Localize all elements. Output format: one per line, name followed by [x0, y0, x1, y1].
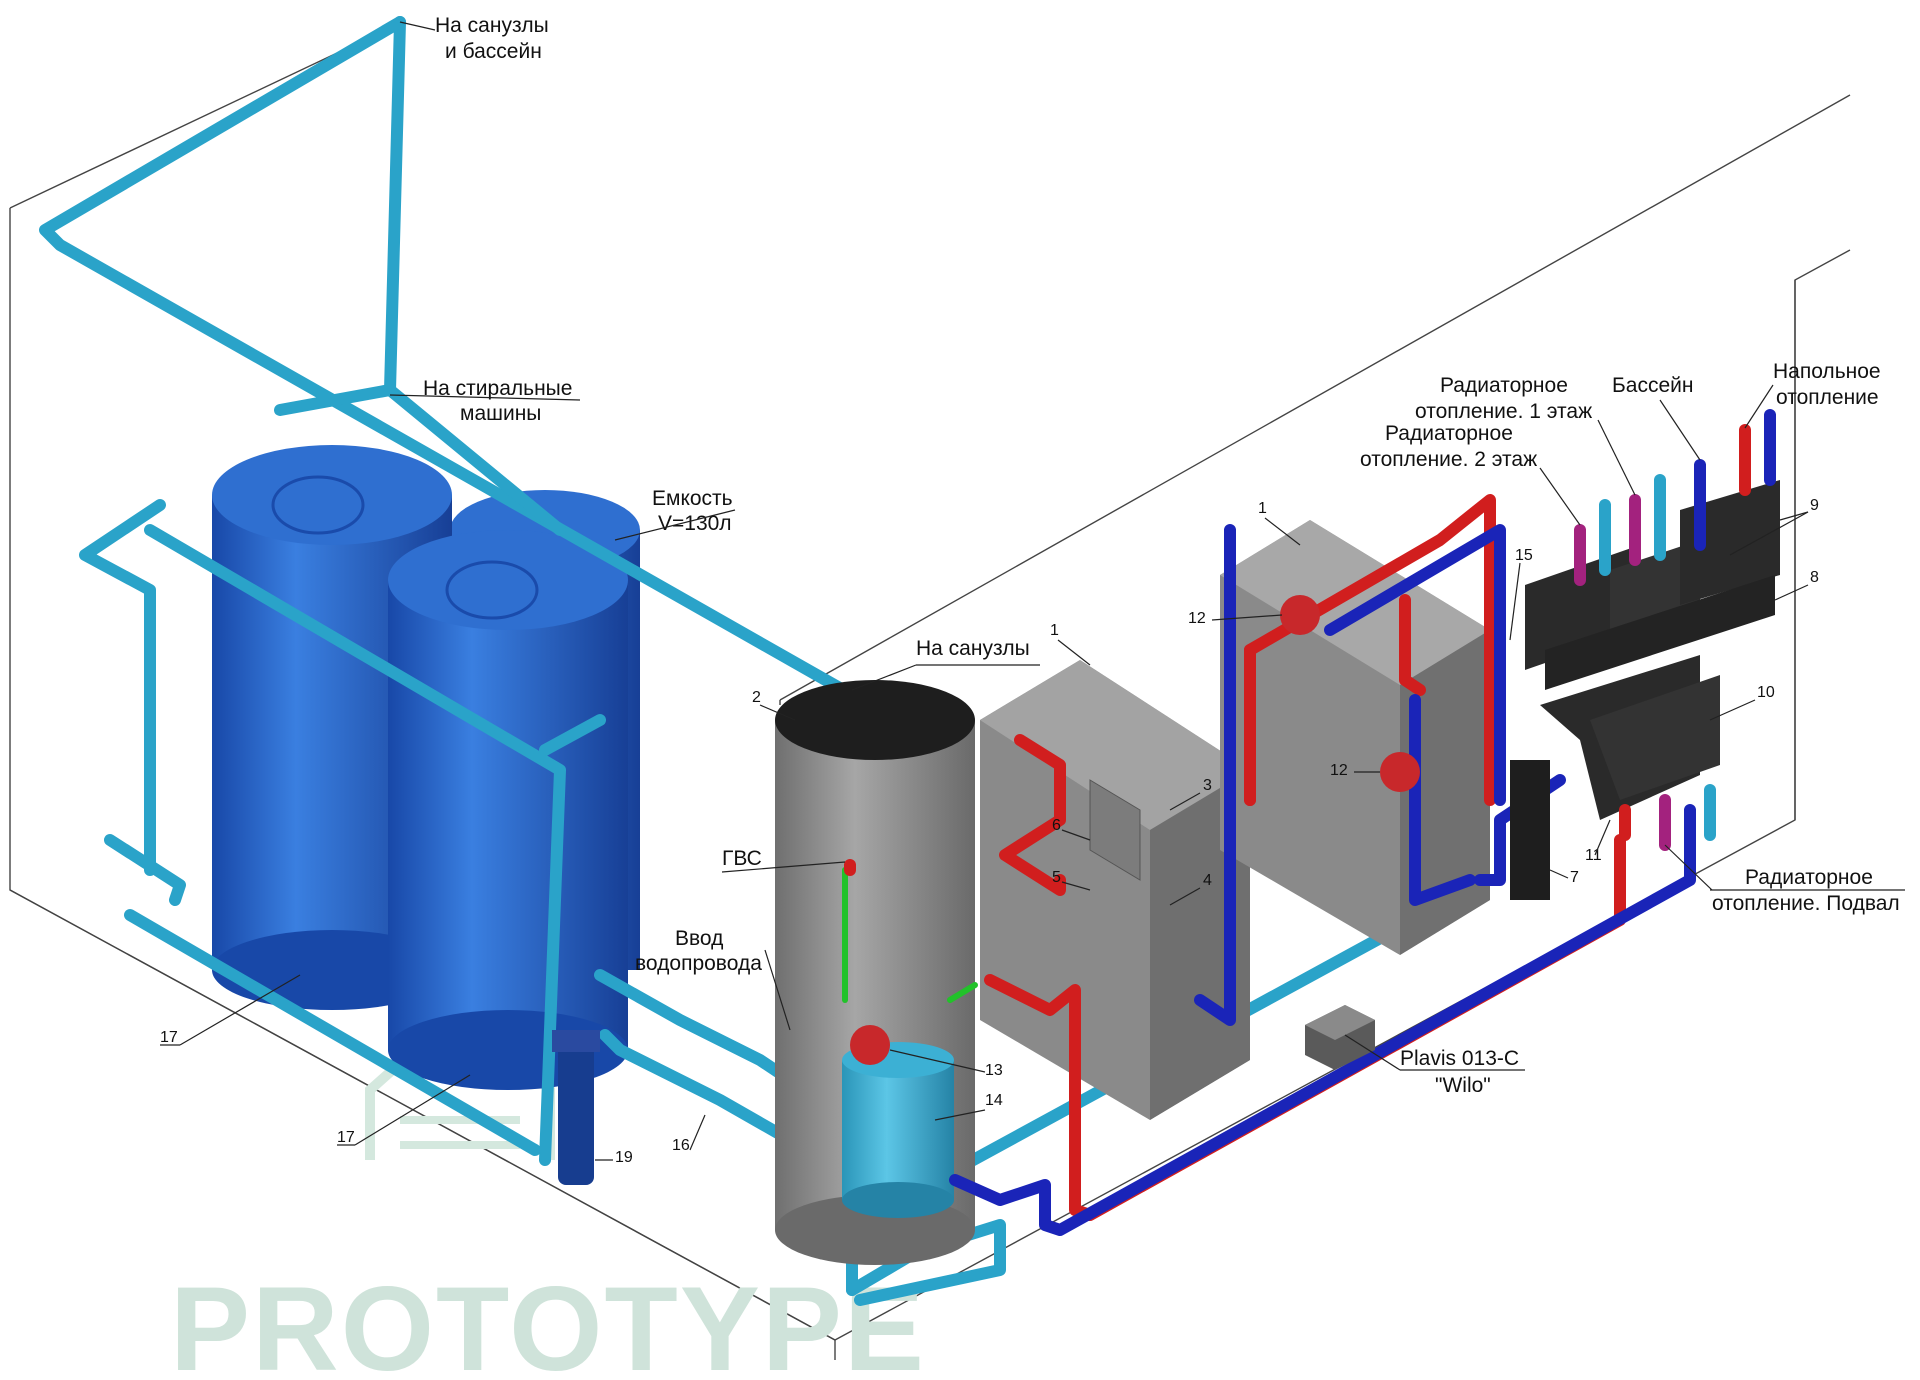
svg-text:17: 17: [337, 1129, 355, 1146]
svg-text:14: 14: [985, 1092, 1003, 1109]
watermark-text: PROTOTYPE: [170, 1262, 926, 1380]
svg-text:машины: машины: [460, 402, 541, 425]
svg-text:10: 10: [1757, 684, 1775, 701]
svg-text:12: 12: [1188, 610, 1206, 627]
svg-text:2: 2: [752, 689, 761, 706]
svg-text:отопление. 1 этаж: отопление. 1 этаж: [1415, 400, 1592, 423]
svg-text:12: 12: [1330, 762, 1348, 779]
manifolds: [1525, 480, 1780, 820]
room-walls: [9, 34, 1851, 1360]
svg-text:Бассейн: Бассейн: [1612, 374, 1693, 397]
svg-text:Напольное: Напольное: [1773, 360, 1881, 383]
svg-text:Емкость: Емкость: [652, 487, 733, 510]
svg-text:1: 1: [1258, 500, 1267, 517]
svg-text:13: 13: [985, 1062, 1003, 1079]
label-controller: Plavis 013-C "Wilo": [1344, 1034, 1525, 1097]
svg-text:9: 9: [1810, 497, 1819, 514]
hydraulic-separator: [1510, 760, 1550, 900]
svg-text:На санузлы: На санузлы: [916, 637, 1030, 660]
heating-pipes: [842, 494, 1696, 1236]
watermark: PROTOTYPE: [170, 1003, 926, 1380]
svg-text:Радиаторное: Радиаторное: [1385, 422, 1513, 445]
label-to-washing-machines: На стиральные машины: [389, 377, 581, 425]
label-underfloor: Напольное отопление: [1744, 360, 1881, 429]
svg-text:Ввод: Ввод: [675, 927, 723, 950]
expansion-tank: [842, 1042, 954, 1218]
svg-text:6: 6: [1052, 817, 1061, 834]
svg-text:отопление: отопление: [1776, 386, 1879, 409]
svg-text:4: 4: [1203, 872, 1212, 889]
label-rad-floor1: Радиаторное отопление. 1 этаж: [1415, 374, 1636, 496]
svg-text:5: 5: [1052, 869, 1061, 886]
label-tank: Емкость V=130л: [614, 487, 736, 541]
label-pool: Бассейн: [1612, 374, 1701, 461]
svg-text:15: 15: [1515, 547, 1533, 564]
svg-text:и бассейн: и бассейн: [445, 40, 542, 63]
label-to-bathrooms-pool: На санузлы и бассейн: [399, 14, 549, 63]
svg-text:19: 19: [615, 1149, 633, 1166]
label-rad-floor2: Радиаторное отопление. 2 этаж: [1360, 422, 1581, 526]
controller-box: [1305, 1005, 1375, 1070]
svg-text:8: 8: [1810, 569, 1819, 586]
svg-text:3: 3: [1203, 777, 1212, 794]
label-rad-basement: Радиаторное отопление. Подвал: [1664, 844, 1905, 915]
svg-text:"Wilo": "Wilo": [1435, 1074, 1491, 1097]
svg-text:V=130л: V=130л: [658, 512, 732, 535]
svg-text:7: 7: [1570, 869, 1579, 886]
svg-text:отопление. 2 этаж: отопление. 2 этаж: [1360, 448, 1537, 471]
svg-text:Радиаторное: Радиаторное: [1440, 374, 1568, 397]
svg-text:На санузлы: На санузлы: [435, 14, 549, 37]
svg-text:отопление. Подвал: отопление. Подвал: [1712, 892, 1900, 915]
label-water-inlet: Ввод водопровода: [635, 927, 791, 1031]
pumps: [850, 595, 1420, 1065]
svg-text:водопровода: водопровода: [635, 952, 762, 975]
filter: [552, 1030, 600, 1185]
label-dhw: ГВС: [721, 847, 846, 873]
boiler-front: [980, 660, 1250, 1120]
svg-text:На стиральные: На стиральные: [423, 377, 572, 400]
callouts: 1 1 2 3 4 5 6 7 8 9 10 11 12 12 13 14 15…: [160, 497, 1819, 1166]
svg-text:Plavis 013-C: Plavis 013-C: [1400, 1047, 1519, 1070]
svg-text:ГВС: ГВС: [722, 847, 762, 870]
svg-text:17: 17: [160, 1029, 178, 1046]
svg-text:1: 1: [1050, 622, 1059, 639]
manifold-outlets: [1574, 409, 1776, 851]
svg-text:11: 11: [1585, 847, 1602, 864]
label-to-bathrooms: На санузлы: [851, 637, 1040, 691]
svg-text:Радиаторное: Радиаторное: [1745, 866, 1873, 889]
svg-text:16: 16: [672, 1137, 690, 1154]
